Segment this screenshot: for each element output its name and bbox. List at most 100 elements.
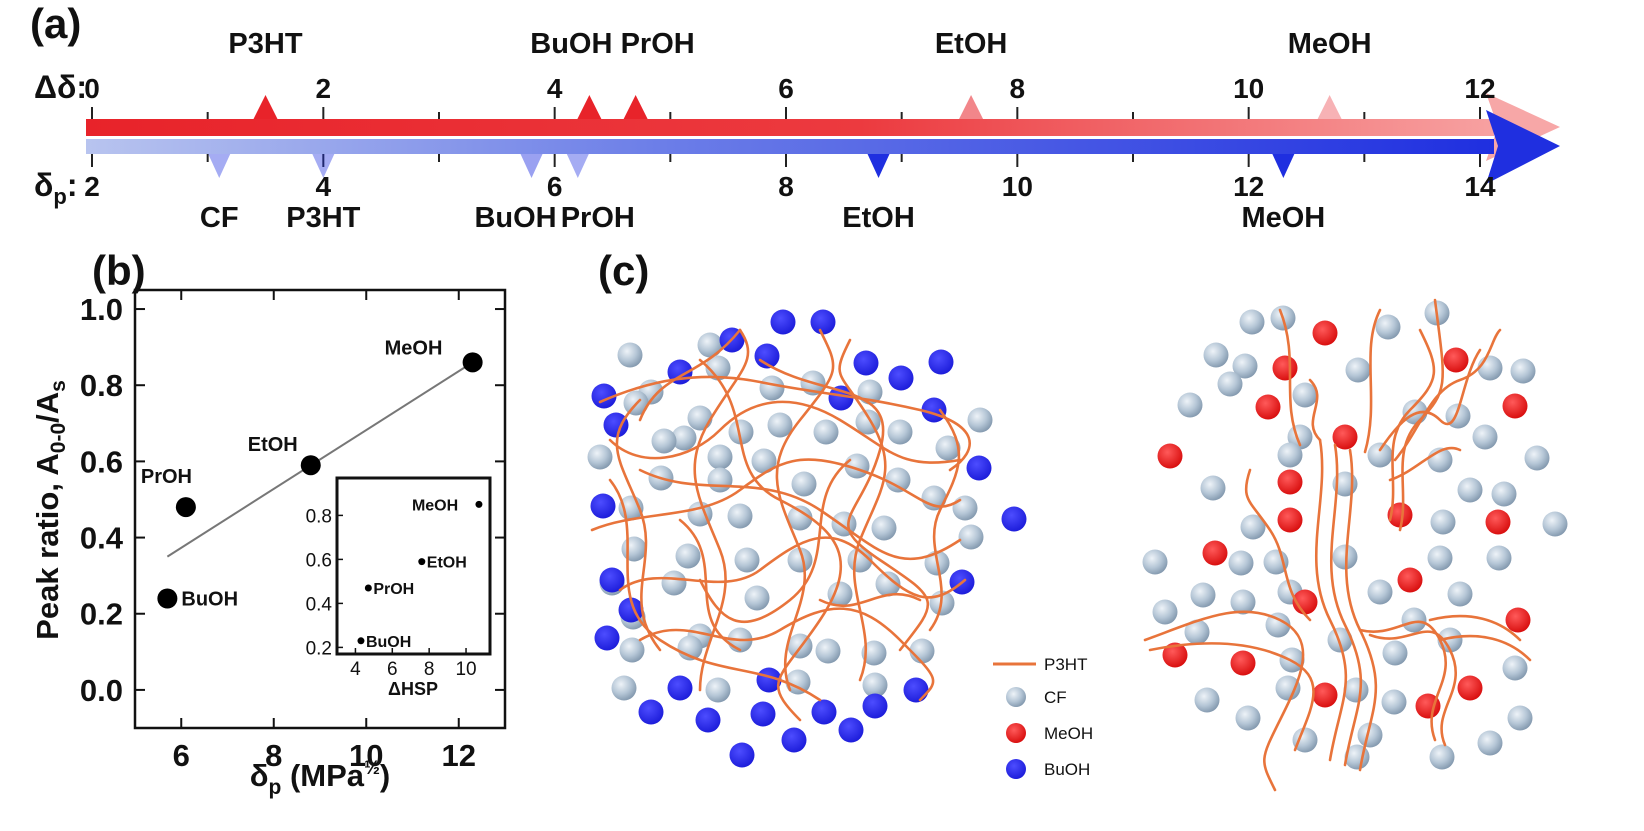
cf-molecule: [791, 471, 817, 497]
bottom-tick-label: 6: [547, 171, 563, 202]
cf-molecule: [1190, 582, 1216, 608]
buoh-molecule: [853, 350, 879, 376]
buoh-molecule: [781, 727, 807, 753]
meoh-molecule: [1387, 502, 1413, 528]
bottom-marker-label: EtOH: [842, 202, 915, 234]
buoh-molecule: [638, 699, 664, 725]
cf-molecule: [751, 448, 777, 474]
cf-molecule: [1542, 511, 1568, 537]
cf-molecule: [617, 342, 643, 368]
meoh-molecule: [1277, 469, 1303, 495]
cf-molecule: [727, 503, 753, 529]
inset-point-labels: MeOH EtOH PrOH BuOH: [366, 497, 467, 650]
legend-meoh-swatch: [1006, 723, 1026, 743]
cf-molecule: [1447, 581, 1473, 607]
cf-molecule: [675, 543, 701, 569]
legend-buoh-swatch: [1006, 759, 1026, 779]
top-marker-label: MeOH: [1288, 28, 1372, 60]
cf-molecule: [1367, 442, 1393, 468]
cf-molecule: [1472, 424, 1498, 450]
delta-p-row-label: δ: [34, 167, 53, 203]
cf-molecule: [909, 638, 935, 664]
cf-molecule: [734, 547, 760, 573]
top-marker-triangle: [623, 95, 648, 119]
p3ht-chain: [1363, 308, 1382, 454]
meoh-molecule: [1485, 509, 1511, 535]
top-tick-labels: 0 2 4 6 8 10 12: [84, 73, 1495, 104]
panel-b-label: (b): [92, 247, 146, 294]
bottom-marker-label: CF: [200, 202, 239, 234]
legend-cf-label: CF: [1044, 688, 1067, 707]
panel-a-label: (a): [30, 0, 81, 47]
cf-molecule: [861, 640, 887, 666]
cf-molecule: [1142, 549, 1168, 575]
buoh-molecule: [590, 493, 616, 519]
buoh-molecule: [599, 567, 625, 593]
cf-molecule: [875, 571, 901, 597]
cf-molecule: [1332, 544, 1358, 570]
inset-y-tick-label: 0.4: [306, 594, 333, 615]
p3ht-chain: [698, 458, 852, 623]
legend-buoh-label: BuOH: [1044, 760, 1090, 779]
cf-molecule: [767, 412, 793, 438]
bottom-tick-label: 10: [1002, 171, 1033, 202]
bottom-markers: CF P3HT BuOH PrOH EtOH MeOH: [200, 154, 1325, 234]
bottom-marker-label: BuOH: [474, 202, 556, 234]
inset-ticks: [337, 514, 467, 654]
legend-meoh-label: MeOH: [1044, 724, 1093, 743]
left-molecule-cluster: [587, 309, 1027, 768]
cf-molecule: [1203, 342, 1229, 368]
p3ht-chain: [1388, 446, 1462, 482]
cf-molecule: [1177, 392, 1203, 418]
cf-molecule: [621, 536, 647, 562]
cf-molecule: [885, 467, 911, 493]
meoh-molecule: [1255, 394, 1281, 420]
cf-molecule: [1345, 357, 1371, 383]
inset-point-label: PrOH: [373, 581, 414, 598]
cf-molecule: [1477, 730, 1503, 756]
cf-molecule: [705, 677, 731, 703]
p3ht-chain: [1398, 298, 1445, 532]
buoh-molecule: [603, 412, 629, 438]
y-tick-labels: 0.0 0.2 0.4 0.6 0.8 1.0: [80, 292, 124, 708]
cf-molecule: [651, 428, 677, 454]
inset-x-tick-labels: 4 6 8 10: [350, 659, 476, 680]
x-tick-label: 6: [173, 738, 190, 773]
inset-y-tick-label: 0.6: [306, 550, 332, 571]
meoh-molecule: [1443, 347, 1469, 373]
meoh-molecule: [1162, 642, 1188, 668]
p3ht-chain: [1314, 438, 1348, 762]
x-tick-labels: 6 8 10 12: [173, 738, 476, 773]
top-marker-label: P3HT: [228, 28, 302, 60]
cf-molecule: [935, 435, 961, 461]
p3ht-chain: [1278, 308, 1302, 447]
cf-molecule: [1491, 481, 1517, 507]
point-labels: MeOH EtOH PrOH BuOH: [141, 337, 443, 610]
meoh-molecule: [1457, 675, 1483, 701]
meoh-molecule: [1415, 693, 1441, 719]
top-tick-label: 12: [1464, 73, 1495, 104]
cf-molecule: [1524, 445, 1550, 471]
p3ht-chain: [608, 400, 962, 464]
bottom-tick-label: 4: [316, 171, 332, 202]
cf-molecule: [1477, 355, 1503, 381]
cf-molecule: [1217, 371, 1243, 397]
p3ht-chain: [1438, 634, 1532, 662]
cf-molecule: [1235, 705, 1261, 731]
buoh-molecule: [770, 309, 796, 335]
meoh-molecule: [1202, 540, 1228, 566]
p3ht-chain: [1393, 328, 1502, 462]
buoh-molecule: [966, 455, 992, 481]
fit-line: [166, 361, 474, 558]
buoh-molecule: [594, 625, 620, 651]
cf-molecule: [619, 637, 645, 663]
x-axis-label: δp (MPa½): [250, 758, 391, 799]
inset-point-meoh: [475, 500, 483, 508]
x-tick-label: 12: [442, 738, 476, 773]
cf-molecule: [707, 467, 733, 493]
panel-c-label: (c): [598, 247, 649, 294]
meoh-molecule: [1272, 355, 1298, 381]
buoh-molecule: [750, 701, 776, 727]
data-point-etoh: [300, 455, 321, 476]
p3ht-chain: [698, 358, 843, 722]
